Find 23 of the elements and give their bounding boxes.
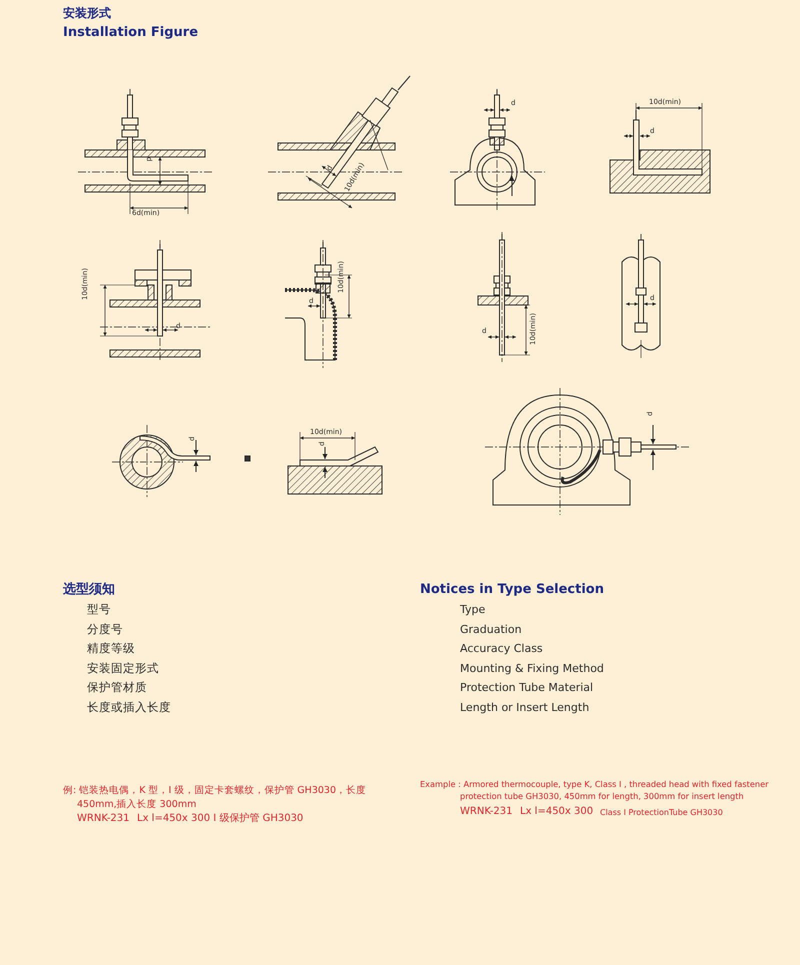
list-item: Protection Tube Material xyxy=(460,681,594,694)
section-heading: Notices in Type Selection xyxy=(420,582,604,598)
list-item: Accuracy Class xyxy=(460,642,543,656)
model-code: WRNK-231 xyxy=(77,813,130,825)
list-item: 保护管材质 xyxy=(87,681,147,695)
section-heading: 选型须知 xyxy=(63,582,115,598)
list-item: 型号 xyxy=(87,603,111,617)
example-note: 例: 铠装热电偶，K 型，Ⅰ 级，固定卡套螺纹，保护管 GH3030，长度450mm,插入长度 300mm xyxy=(63,784,367,812)
list-item: 安装固定形式 xyxy=(87,662,159,676)
list-item: Mounting & Fixing Method xyxy=(460,662,604,675)
list-item: Type xyxy=(460,603,486,616)
list-item: 长度或插入长度 xyxy=(87,700,171,714)
example-note: Example : Armored thermocouple, type K, Class I , threaded head with fixed fastener protection tube GH3030, 450mm for length, 300mm for insert length xyxy=(420,779,770,803)
list-item: 分度号 xyxy=(87,622,123,636)
list-item: 精度等级 xyxy=(87,642,135,656)
model-spec: Lx l=450x 300 Ⅰ 级保护管 GH3030 xyxy=(137,813,304,825)
list-item: Graduation xyxy=(460,622,522,636)
model-code: WRNK-231 xyxy=(460,806,513,818)
list-item: Length or Insert Length xyxy=(460,700,590,714)
section-heading: 安装形式 xyxy=(63,6,111,20)
section-heading: Installation Figure xyxy=(63,25,198,41)
model-spec: Lx l=450x 300 xyxy=(520,806,594,818)
model-spec: Class I ProtectionTube GH3030 xyxy=(600,808,723,818)
